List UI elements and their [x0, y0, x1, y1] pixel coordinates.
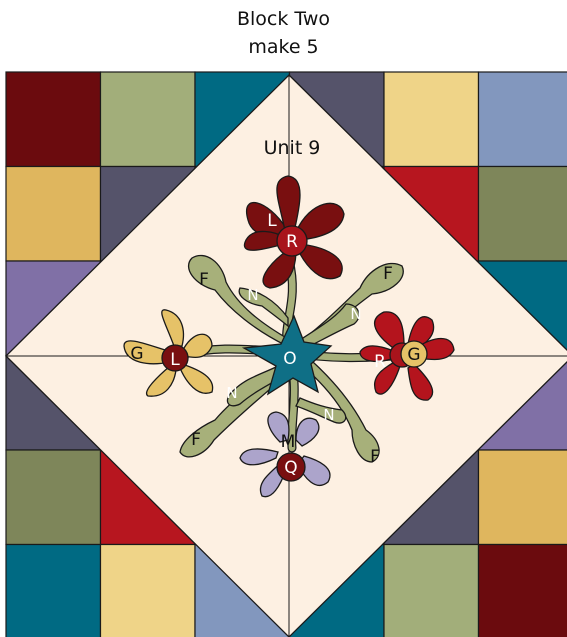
- leaf-n-right: [299, 303, 360, 349]
- petal: [239, 448, 279, 466]
- label-f-bottom-left: F: [191, 430, 201, 450]
- petal: [373, 359, 401, 395]
- grid-square: [5, 165, 102, 262]
- star-o: [241, 314, 333, 396]
- petal: [145, 365, 177, 397]
- label-q-bottom: Q: [284, 458, 297, 478]
- grid-square: [99, 71, 196, 168]
- grid-square: [477, 71, 567, 168]
- leaf-f-top-left: [187, 254, 292, 346]
- flower-right: [359, 311, 455, 401]
- petal: [267, 411, 290, 443]
- label-r-right: R: [374, 352, 386, 372]
- flower-center: [276, 225, 308, 257]
- grid-square: [477, 543, 567, 637]
- label-n-right: N: [350, 305, 361, 323]
- block-subtitle: make 5: [248, 36, 319, 58]
- grid-square: [5, 449, 102, 546]
- petal: [262, 249, 297, 289]
- label-f-top-left: F: [199, 270, 209, 290]
- leaf-n-left: [226, 365, 285, 407]
- label-r-top: R: [286, 232, 298, 252]
- petal: [297, 243, 343, 280]
- grid-square: [477, 449, 567, 546]
- flower-top: [243, 175, 345, 289]
- petal: [161, 309, 185, 347]
- petal: [123, 340, 173, 365]
- grid-square: [383, 543, 480, 637]
- petal: [276, 175, 301, 237]
- leaf-f-bottom-right: [297, 353, 380, 463]
- label-m-bottom: M: [281, 432, 296, 452]
- flower-center: [161, 344, 189, 372]
- label-l-left: L: [170, 350, 180, 370]
- petal: [295, 417, 320, 447]
- unit-label: Unit 9: [264, 137, 321, 159]
- leaf-n-bottom: [295, 397, 347, 424]
- grid-square: [5, 71, 102, 168]
- label-f-bottom-right: F: [370, 447, 380, 467]
- petal: [295, 202, 345, 241]
- grid-square: [99, 543, 196, 637]
- flower-bottom: [239, 411, 331, 498]
- grid-square: [5, 543, 102, 637]
- label-o-star: O: [283, 349, 296, 369]
- label-f-top-right: F: [383, 264, 393, 284]
- block-title: Block Two: [236, 8, 331, 30]
- petal: [407, 363, 434, 401]
- flower-left: [123, 309, 214, 397]
- label-n-left: N: [226, 384, 237, 402]
- label-n-bottom: N: [323, 406, 334, 424]
- petal: [373, 311, 405, 351]
- label-g-right: G: [407, 345, 420, 365]
- label-g-left: G: [130, 344, 143, 364]
- petal: [183, 333, 213, 359]
- flower-center-secondary: [400, 340, 428, 368]
- petal: [179, 363, 214, 394]
- flower-center: [276, 452, 306, 482]
- grid-square: [477, 165, 567, 262]
- leaf-n-top: [238, 287, 289, 328]
- petal: [359, 345, 397, 363]
- label-n-top: N: [247, 286, 258, 304]
- label-l-top: L: [267, 211, 277, 231]
- grid-square: [383, 71, 480, 168]
